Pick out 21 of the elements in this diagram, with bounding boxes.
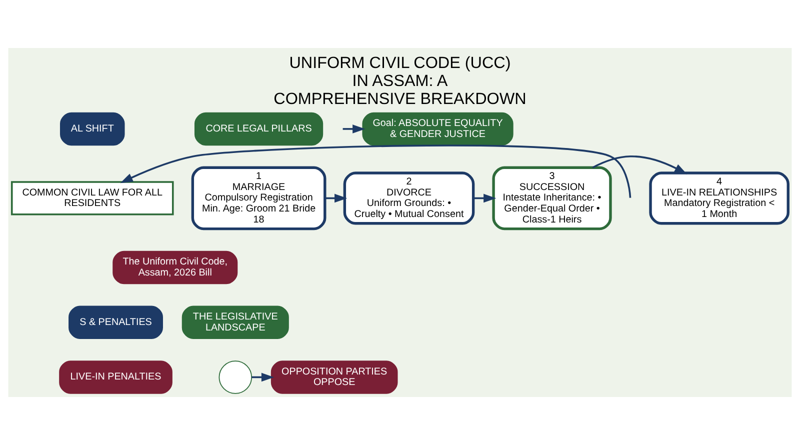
node-box: LIVE-IN PENALTIES — [59, 360, 172, 394]
node-person — [218, 360, 252, 394]
node-box: S & PENALTIES — [68, 306, 163, 339]
node-box: CORE LEGAL PILLARS — [194, 112, 324, 146]
arrow — [252, 372, 274, 382]
arrow — [325, 194, 348, 203]
node-box: Goal: ABSOLUTE EQUALITY & GENDER JUSTICE — [362, 112, 514, 146]
node-box: 1 MARRIAGE Compulsory Registration Min. Age: Groom 21 Bride 18 — [191, 166, 326, 230]
node-box: 2 DIVORCE Uniform Grounds: • Cruelty • Mutual Consent — [343, 172, 475, 225]
node-box: 4 LIVE-IN RELATIONSHIPS Mandatory Registration < 1 Month — [649, 172, 790, 225]
node-box: COMMON CIVIL LAW FOR ALL RESIDENTS — [10, 181, 174, 216]
arrow — [592, 155, 688, 174]
node-box: THE LEGISLATIVE LANDSCAPE — [182, 306, 289, 339]
arrow — [120, 144, 632, 198]
node-box: The Uniform Civil Code, Assam, 2026 Bill — [112, 250, 238, 284]
arrow — [474, 194, 496, 203]
diagram-title: UNIFORM CIVIL CODE (UCC) IN ASSAM: A COMPREHENSIVE BREAKDOWN — [274, 54, 526, 108]
node-box: 3 SUCCESSION Intestate Inheritance: • Gender-Equal Order • Class-1 Heirs — [492, 166, 612, 230]
arrow — [342, 124, 366, 134]
node-box: AL SHIFT — [60, 112, 125, 146]
node-box: OPPOSITION PARTIES OPPOSE — [270, 360, 398, 394]
